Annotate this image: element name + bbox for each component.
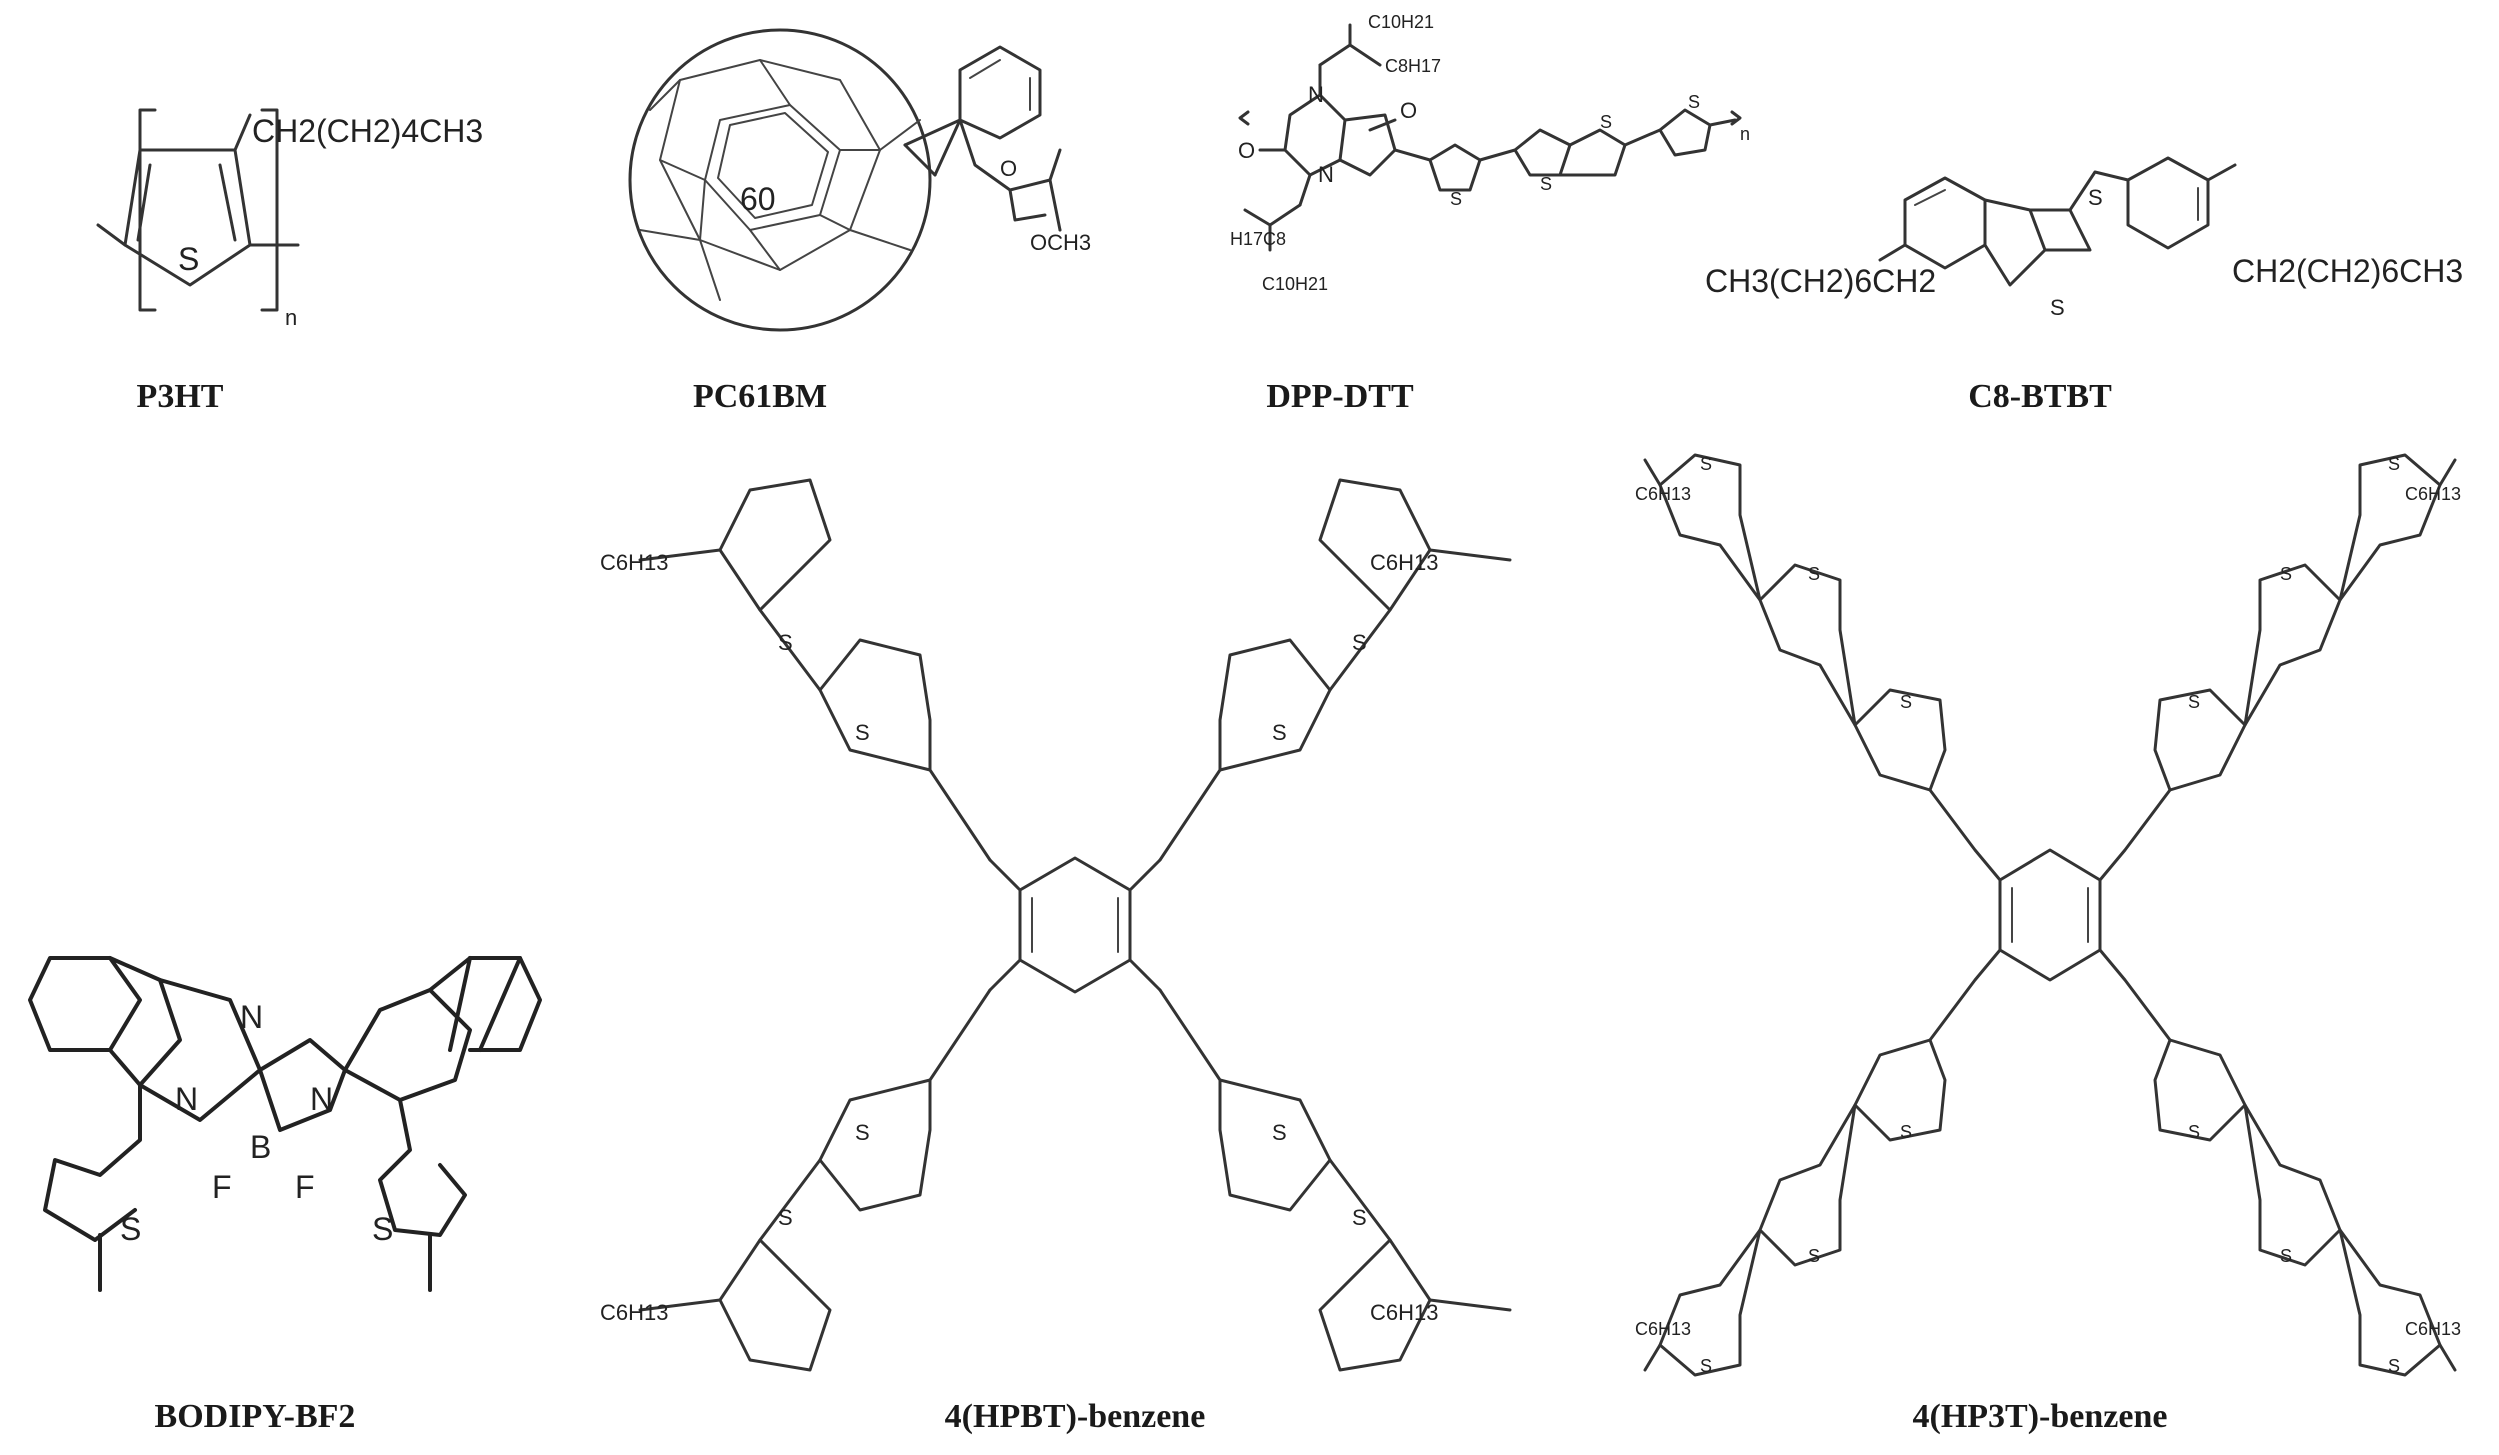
hp3t-sulfur-7: S: [1700, 1356, 1712, 1376]
hp3t-sulfur-1: S: [1700, 454, 1712, 474]
btbt-sulfur-top: S: [2088, 185, 2103, 210]
hpbt-terminal-tr: C6H13: [1370, 550, 1438, 575]
hp3t-sulfur-10: S: [2388, 1356, 2400, 1376]
hpbt-sulfur-1: S: [778, 630, 793, 655]
bodipy-bridge-n: N: [240, 999, 263, 1035]
hpbt-terminal-bl: C6H13: [600, 1300, 668, 1325]
dpp-sulfur-1: S: [1450, 189, 1462, 209]
pcbm-cage-label: 60: [740, 181, 776, 217]
p3ht-sulfur-label: S: [178, 241, 199, 277]
caption-hp3t: 4(HP3T)-benzene: [1912, 1398, 2168, 1435]
hpbt-structure: C6H13 C6H13 C6H13 C6H13 S S S S S S S S: [600, 478, 1512, 1372]
hp3t-sulfur-3: S: [1900, 692, 1912, 712]
bodipy-f-left: F: [212, 1169, 232, 1205]
p3ht-repeat-label: n: [285, 305, 297, 330]
hp3t-sulfur-4: S: [2388, 454, 2400, 474]
p3ht-structure: S CH2(CH2)4CH3 n: [96, 108, 483, 330]
pcbm-carbonyl-label: O: [1000, 156, 1017, 181]
caption-pcbm: PC61BM: [692, 378, 828, 415]
pcbm-ester-label: OCH3: [1030, 230, 1091, 255]
hpbt-terminal-br: C6H13: [1370, 1300, 1438, 1325]
bodipy-sulfur-left: S: [120, 1211, 141, 1247]
hp3t-sulfur-2: S: [1808, 564, 1820, 584]
caption-p3ht: P3HT: [136, 378, 224, 415]
dpp-dtt-structure: C10H21 C8H17 H17C8 C10H21 N N O O S S S …: [1230, 12, 1750, 294]
dpp-sulfur-4: S: [1688, 92, 1700, 112]
bodipy-left-n: N: [175, 1081, 198, 1117]
caption-bodipy: BODIPY-BF2: [154, 1398, 356, 1435]
bodipy-boron: B: [250, 1129, 271, 1165]
hp3t-terminal-bl: C6H13: [1635, 1319, 1691, 1339]
hp3t-terminal-tr: C6H13: [2405, 484, 2461, 504]
bodipy-right-n: N: [310, 1081, 333, 1117]
hpbt-sulfur-4: S: [1272, 720, 1287, 745]
hp3t-sulfur-9: S: [1900, 1122, 1912, 1142]
caption-dpp-dtt: DPP-DTT: [1266, 378, 1414, 415]
hpbt-sulfur-6: S: [855, 1120, 870, 1145]
dpp-chain-b: C8H17: [1385, 56, 1441, 76]
dpp-chain-c: H17C8: [1230, 229, 1286, 249]
pcbm-structure: O OCH3 60: [628, 28, 1091, 332]
caption-hpbt: 4(HPBT)-benzene: [944, 1398, 1206, 1435]
dpp-repeat-label: n: [1740, 124, 1750, 144]
dpp-nitrogen-bottom: N: [1318, 162, 1334, 187]
btbt-right-chain: CH2(CH2)6CH3: [2232, 253, 2463, 289]
btbt-left-chain: CH3(CH2)6CH2: [1705, 263, 1936, 299]
dpp-sulfur-2: S: [1540, 174, 1552, 194]
hp3t-sulfur-11: S: [2280, 1246, 2292, 1266]
hp3t-terminal-br: C6H13: [2405, 1319, 2461, 1339]
hpbt-sulfur-8: S: [1272, 1120, 1287, 1145]
fullerene-cage-lines: [639, 59, 921, 301]
hp3t-sulfur-6: S: [2188, 692, 2200, 712]
hp3t-structure: C6H13 C6H13 C6H13 C6H13 S S S S S S S S …: [1635, 453, 2461, 1377]
hp3t-terminal-tl: C6H13: [1635, 484, 1691, 504]
hpbt-terminal-tl: C6H13: [600, 550, 668, 575]
c8-btbt-structure: CH3(CH2)6CH2 CH2(CH2)6CH3 S S: [1705, 156, 2463, 320]
hp3t-sulfur-12: S: [2188, 1122, 2200, 1142]
hpbt-sulfur-5: S: [778, 1205, 793, 1230]
dpp-chain-d: C10H21: [1262, 274, 1328, 294]
dpp-chain-a: C10H21: [1368, 12, 1434, 32]
dpp-carbonyl-bottom: O: [1238, 138, 1255, 163]
hp3t-sulfur-8: S: [1808, 1246, 1820, 1266]
hp3t-sulfur-5: S: [2280, 564, 2292, 584]
bodipy-f-right: F: [295, 1169, 315, 1205]
hpbt-sulfur-3: S: [1352, 630, 1367, 655]
dpp-sulfur-3: S: [1600, 112, 1612, 132]
bodipy-sulfur-right: S: [372, 1211, 393, 1247]
hpbt-sulfur-7: S: [1352, 1205, 1367, 1230]
dpp-nitrogen-top: N: [1308, 82, 1324, 107]
btbt-sulfur-bottom: S: [2050, 295, 2065, 320]
hpbt-sulfur-2: S: [855, 720, 870, 745]
dpp-carbonyl-top: O: [1400, 98, 1417, 123]
caption-c8-btbt: C8-BTBT: [1968, 378, 2112, 415]
bodipy-structure: N N N B F F S S: [28, 956, 542, 1292]
p3ht-side-chain-label: CH2(CH2)4CH3: [252, 113, 483, 149]
